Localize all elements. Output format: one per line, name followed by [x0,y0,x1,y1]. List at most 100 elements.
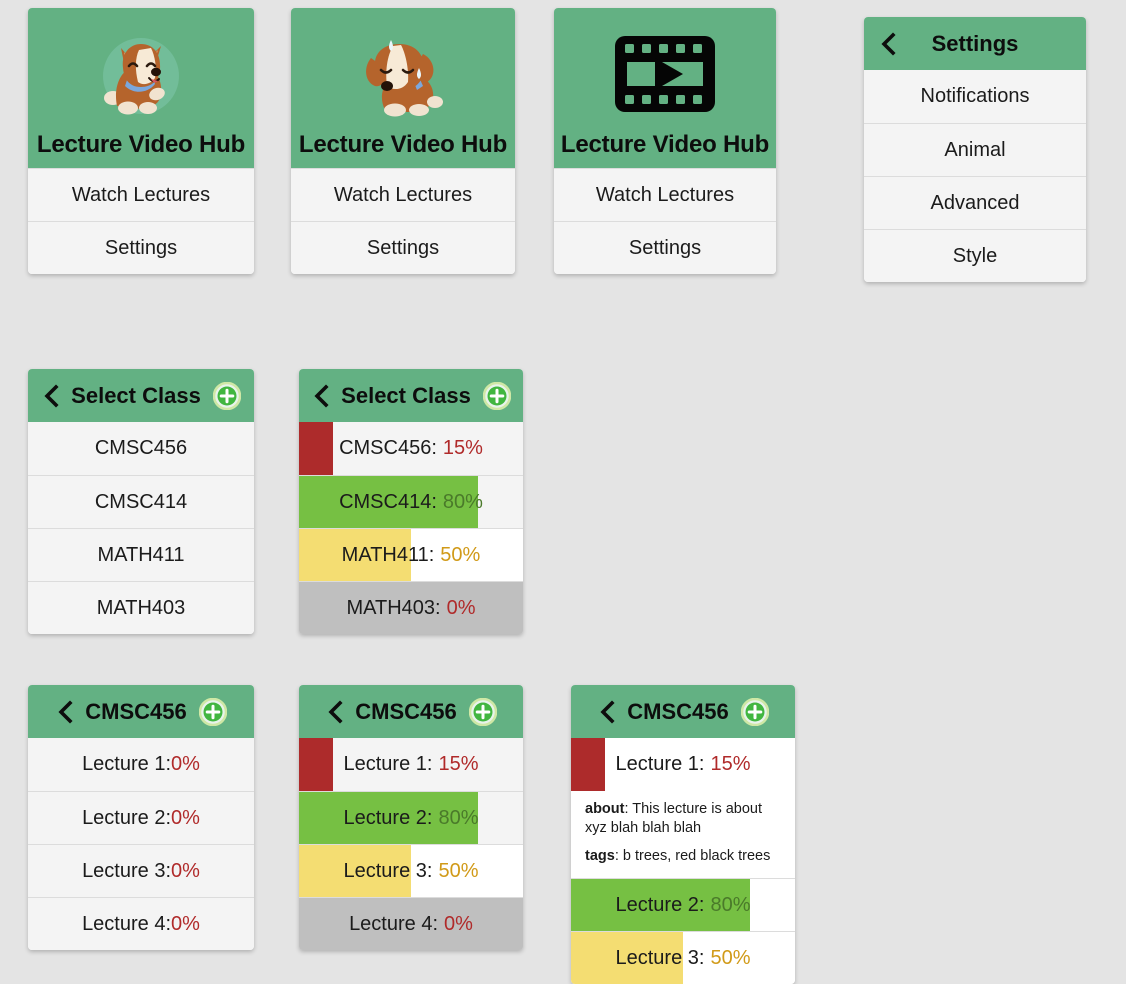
lecture-row[interactable]: Lecture 2: 0% [28,791,254,844]
class-item-cmsc456[interactable]: CMSC456 [28,422,254,475]
lecture-percent: 80% [710,893,751,916]
lecture-percent: 80% [438,806,479,829]
plus-circle-icon[interactable] [212,381,241,410]
app-title: Lecture Video Hub [560,131,770,158]
menu-item-watch-lectures[interactable]: Watch Lectures [28,168,254,221]
lecture-progress-row[interactable]: Lecture 3: 50% [571,931,795,984]
film-strip-play-icon [554,8,776,133]
progress-label: Lecture 1: 15% [571,738,795,791]
class-item-math411[interactable]: MATH411 [28,528,254,581]
plus-circle-icon[interactable] [468,697,497,726]
class-progress-row[interactable]: MATH411: 50% [299,528,523,581]
progress-label: Lecture 3: 50% [571,932,795,984]
class-item-cmsc414[interactable]: CMSC414 [28,475,254,528]
lecture-name: Lecture 4: [349,912,439,935]
select-class-navbar: Select Class [299,369,523,422]
app-hero-sad: Lecture Video Hub [291,8,515,168]
class-item-math403[interactable]: MATH403 [28,581,254,634]
lecture-progress-row[interactable]: Lecture 4: 0% [299,897,523,950]
cmsc456-panel-plain: CMSC456 Lecture 1: 0% Lecture 2: 0% Lect… [28,685,254,950]
chevron-left-icon[interactable] [41,383,61,409]
progress-label: Lecture 1: 15% [299,738,523,791]
plus-circle-icon[interactable] [482,381,511,410]
chevron-left-icon[interactable] [55,699,75,725]
menu-item-watch-lectures[interactable]: Watch Lectures [291,168,515,221]
lecture-progress-row[interactable]: Lecture 2: 80% [571,878,795,932]
lecture-progress-row[interactable]: Lecture 3: 50% [299,844,523,897]
chevron-left-icon[interactable] [878,31,898,57]
settings-title: Settings [931,30,1019,56]
lecture-progress-row[interactable]: Lecture 2: 80% [299,791,523,844]
class-percent: 80% [442,490,483,513]
class-name: MATH403: [346,596,441,619]
menu-item-settings[interactable]: Settings [291,221,515,274]
tags-text: b trees, red black trees [622,848,771,865]
lecture-percent: 50% [710,946,751,969]
progress-label: Lecture 3: 50% [299,845,523,897]
select-class-panel-plain: Select Class CMSC456 CMSC414 MATH411 MAT… [28,369,254,634]
lecture-name: Lecture 2: [343,806,433,829]
class-progress-row[interactable]: MATH403: 0% [299,581,523,634]
lecture-name: Lecture 2: [82,806,172,829]
lecture-name: Lecture 3: [343,859,433,882]
progress-fill [571,738,605,791]
progress-fill [299,898,523,950]
class-progress-row[interactable]: CMSC456: 15% [299,422,523,475]
progress-fill [299,529,411,581]
class-name: MATH411: [341,543,435,566]
progress-label: Lecture 2: 80% [299,792,523,844]
lecture-name: Lecture 1: [82,753,172,775]
progress-label: CMSC414: 80% [299,476,523,528]
lecture-about-line: about: This lecture is about xyz blah bl… [585,800,781,838]
lecture-percent: 50% [438,859,479,882]
menu-item-settings[interactable]: Settings [28,221,254,274]
lecture-percent: 0% [171,912,200,935]
settings-item-animal[interactable]: Animal [864,123,1086,176]
select-class-panel-progress: Select Class CMSC456: 15% CM [299,369,523,634]
app-hero-film: Lecture Video Hub [554,8,776,168]
class-percent: 0% [446,596,476,619]
settings-item-advanced[interactable]: Advanced [864,176,1086,229]
plus-circle-icon[interactable] [740,697,769,726]
plus-circle-icon[interactable] [198,697,227,726]
lecture-progress-row-selected[interactable]: Lecture 1: 15% [571,738,795,791]
home-card-happy-corgi: Lecture Video Hub Watch Lectures Setting… [28,8,254,274]
chevron-left-icon[interactable] [597,699,617,725]
lecture-detail-panel: about: This lecture is about xyz blah bl… [571,791,795,879]
cmsc456-title: CMSC456 [627,698,729,724]
happy-corgi-icon [28,8,254,133]
lecture-percent: 0% [171,753,200,775]
settings-panel: Settings Notifications Animal Advanced S… [864,17,1086,282]
settings-item-notifications[interactable]: Notifications [864,70,1086,123]
menu-item-settings[interactable]: Settings [554,221,776,274]
class-progress-row[interactable]: CMSC414: 80% [299,475,523,528]
menu-item-watch-lectures[interactable]: Watch Lectures [554,168,776,221]
lecture-row[interactable]: Lecture 4: 0% [28,897,254,950]
lecture-name: Lecture 3: [615,946,705,969]
settings-navbar: Settings [864,17,1086,70]
lecture-row[interactable]: Lecture 3: 0% [28,844,254,897]
progress-label: Lecture 4: 0% [299,898,523,950]
settings-item-style[interactable]: Style [864,229,1086,282]
lecture-percent: 0% [171,806,200,829]
lecture-row[interactable]: Lecture 1: 0% [28,738,254,791]
cmsc456-title: CMSC456 [355,698,457,724]
class-percent: 50% [440,543,481,566]
chevron-left-icon[interactable] [311,383,331,409]
cmsc456-navbar: CMSC456 [299,685,523,738]
lecture-percent: 0% [171,859,200,882]
lecture-name: Lecture 3: [82,859,172,882]
progress-fill [299,582,523,634]
tags-key: tags [585,848,615,865]
progress-fill [571,879,751,932]
select-class-title: Select Class [341,382,471,408]
progress-fill [571,932,683,984]
lecture-name: Lecture 1: [615,753,705,775]
app-title: Lecture Video Hub [36,131,246,158]
tags-sep: : [614,848,623,865]
lecture-percent: 0% [444,912,473,935]
lecture-progress-row[interactable]: Lecture 1: 15% [299,738,523,791]
chevron-left-icon[interactable] [325,699,345,725]
app-hero-happy: Lecture Video Hub [28,8,254,168]
